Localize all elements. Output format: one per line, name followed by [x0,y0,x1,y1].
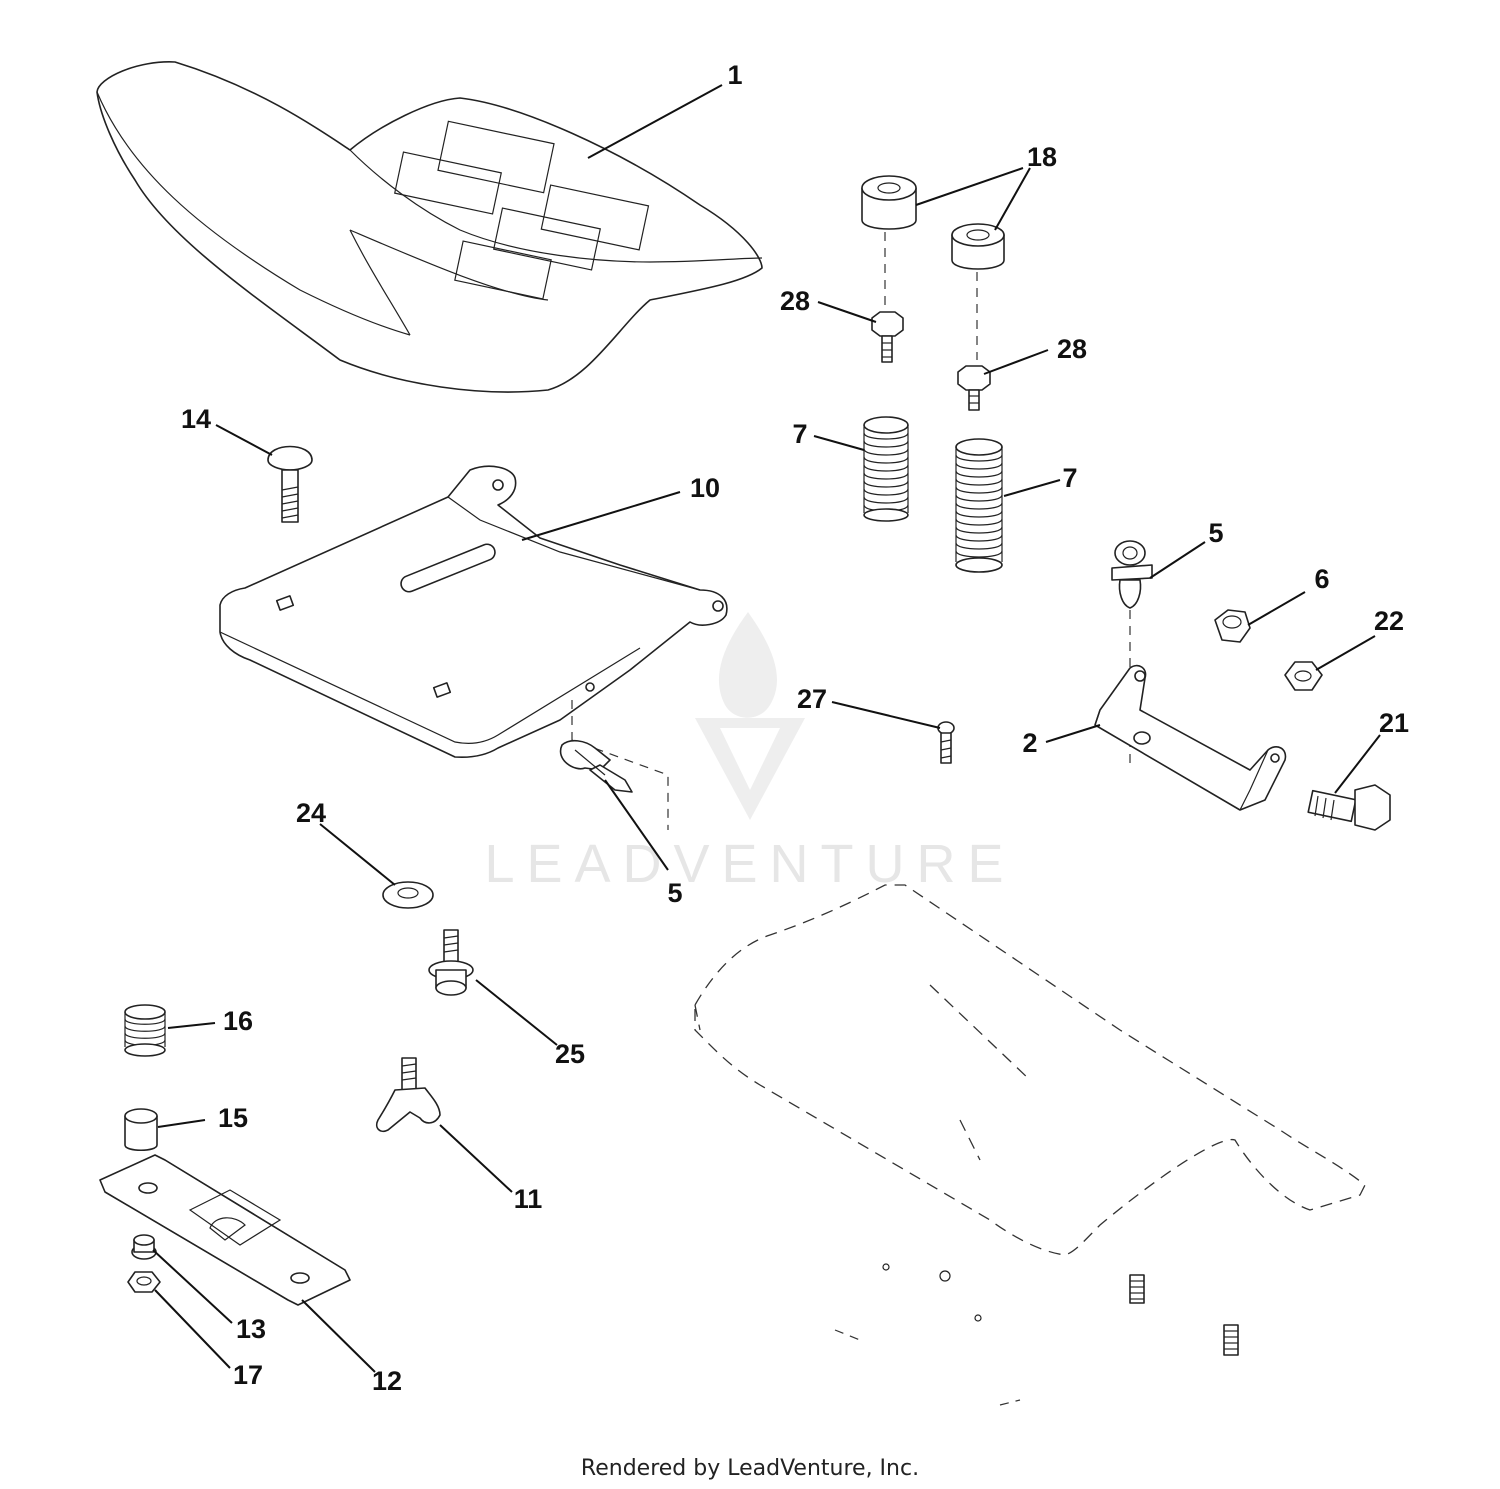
callout-17: 17 [233,1360,263,1390]
callout-18: 18 [1027,142,1057,172]
callout-2: 2 [1022,728,1037,758]
callout-7-left: 7 [792,419,807,449]
screw-left [871,311,904,363]
seat-pan [219,465,728,759]
bushing [124,1108,158,1152]
slide-plate [99,1154,351,1306]
callout-24: 24 [296,798,326,828]
callout-10: 10 [690,473,720,503]
watermark-logo [695,612,805,820]
callout-28-left: 28 [780,286,810,316]
screw-right [957,365,991,411]
small-spring [124,1004,166,1057]
knob [375,1057,441,1133]
leader-lines [152,84,1381,1373]
hex-nut [127,1271,161,1293]
stud-left [1129,1274,1145,1304]
shoulder-bolt [1307,784,1391,831]
callout-5-right: 5 [1208,518,1223,548]
spacer-right [951,223,1005,270]
callout-14: 14 [181,404,211,434]
callout-22: 22 [1374,606,1404,636]
locknut [1214,609,1251,643]
shoulder-screw [428,929,474,996]
callout-6: 6 [1314,564,1329,594]
callout-16: 16 [223,1006,253,1036]
callout-25: 25 [555,1039,585,1069]
callout-28-right: 28 [1057,334,1087,364]
callout-1: 1 [727,60,742,90]
callout-11: 11 [514,1184,543,1214]
callout-5-left: 5 [667,878,682,908]
callout-7-right: 7 [1062,463,1077,493]
phantom-deck-outline [694,884,1366,1406]
seat [96,61,763,393]
footer-credit: Rendered by LeadVenture, Inc. [580,1456,920,1481]
flange-nut [131,1234,157,1260]
small-screw [937,721,955,764]
watermark-text: LEADVENTURE [484,834,1015,894]
clip-right [1111,540,1153,609]
stud-right [1223,1324,1239,1356]
callout-12: 12 [372,1366,402,1396]
seat-bracket [1094,664,1287,811]
washer [382,881,434,909]
callout-21: 21 [1379,708,1409,738]
callout-15: 15 [218,1103,248,1133]
clip-left [559,739,633,793]
nut [1284,661,1323,691]
carriage-bolt [267,445,313,523]
spring-left [863,416,909,522]
callout-13: 13 [236,1314,266,1344]
callout-27: 27 [797,684,827,714]
spacer-left [861,175,917,230]
spring-right [955,438,1003,573]
